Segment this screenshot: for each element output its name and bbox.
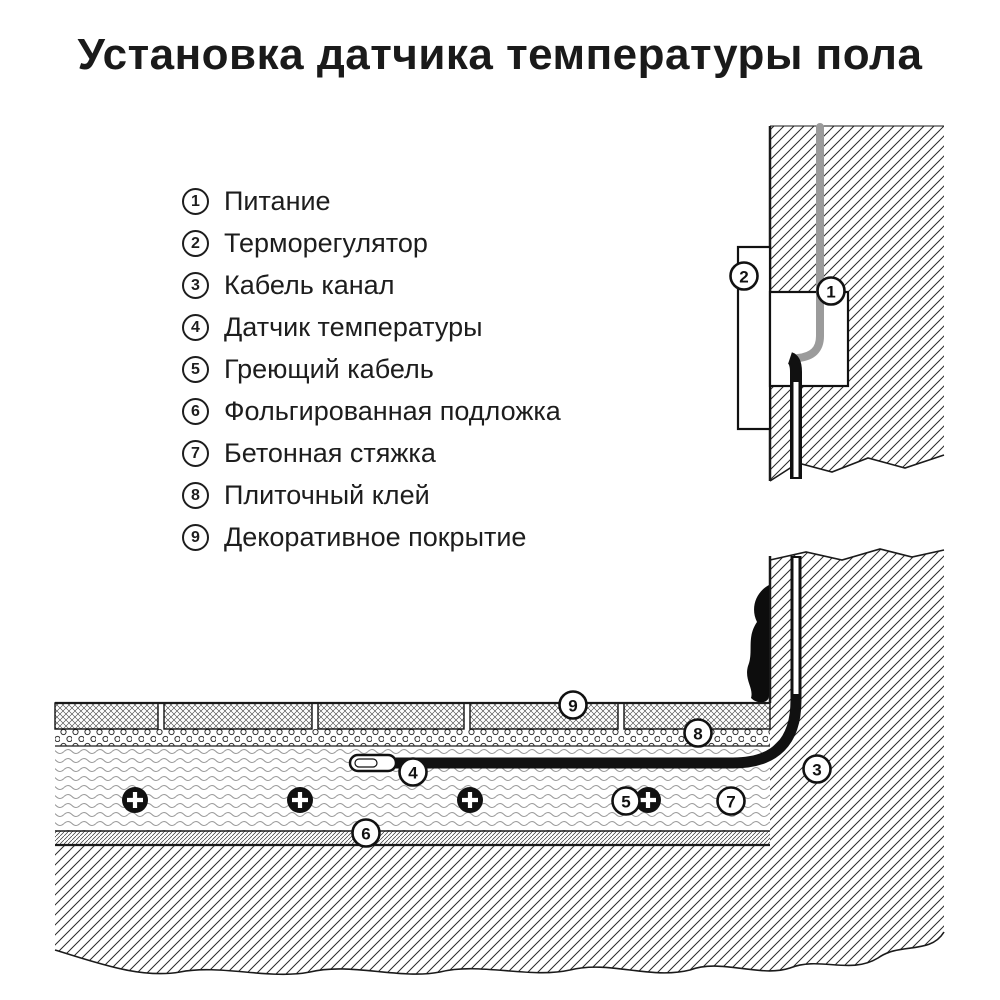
legend-label: Греющий кабель [224,354,434,384]
legend-number-badge: 7 [182,440,209,467]
svg-text:8: 8 [693,725,702,744]
legend-number-badge: 9 [182,524,209,551]
cable-run-lower [392,556,802,769]
wall-section-lower-and-ground [54,548,945,976]
heating-cable-cross-icon [122,787,148,813]
cable-run-upper [787,352,802,479]
legend-label: Фольгированная подложка [224,396,561,426]
legend-label: Питание [224,186,331,216]
wall-lower-cut-edge [769,548,945,561]
legend-label: Декоративное покрытие [224,522,527,552]
legend-number-badge: 5 [182,356,209,383]
page-title: Установка датчика температуры пола [77,30,923,79]
marker-5: 5 [611,786,641,816]
svg-text:5: 5 [621,793,630,812]
legend-item-8: 8 Плиточный клей [182,480,561,510]
wall-lower-ground-hatch [55,549,944,975]
svg-text:4: 4 [408,764,418,783]
heating-cable-cross-icon [287,787,313,813]
svg-text:3: 3 [812,761,821,780]
svg-text:9: 9 [568,697,577,716]
legend-item-7: 7 Бетонная стяжка [182,438,561,468]
marker-8: 8 [683,718,713,748]
mounting-box [768,290,850,388]
svg-text:2: 2 [739,268,748,287]
foil-underlay-layer [55,831,770,845]
markers: 1 2 3 4 5 6 7 [351,261,846,848]
legend-label: Плиточный клей [224,480,430,510]
legend-number-badge: 4 [182,314,209,341]
tile [54,702,159,730]
legend-item-5: 5 Греющий кабель [182,354,561,384]
legend: 1 Питание 2 Терморегулятор 3 Кабель кана… [182,186,561,552]
marker-2: 2 [729,261,759,291]
svg-text:1: 1 [826,283,835,302]
heating-cable-cross-icon [635,787,661,813]
tile [469,702,619,730]
marker-4: 4 [398,757,428,787]
tile-layer [54,702,771,730]
heating-cable-sections [122,787,661,813]
legend-item-1: 1 Питание [182,186,561,216]
svg-text:7: 7 [726,793,735,812]
legend-item-4: 4 Датчик температуры [182,312,561,342]
heating-cable-cross-icon [457,787,483,813]
legend-number-badge: 2 [182,230,209,257]
ground-bottom-edge [54,931,945,976]
temperature-sensor [348,753,398,773]
marker-1: 1 [816,276,846,306]
marker-7: 7 [716,786,746,816]
legend-number-badge: 1 [182,188,209,215]
legend-number-badge: 8 [182,482,209,509]
legend-item-2: 2 Терморегулятор [182,228,561,258]
marker-6: 6 [351,818,381,848]
legend-item-3: 3 Кабель канал [182,270,561,300]
adhesive-layer [55,729,770,746]
legend-item-6: 6 Фольгированная подложка [182,396,561,426]
cable-channel-shape [747,585,769,703]
tile [163,702,313,730]
legend-label: Кабель канал [224,270,395,300]
power-cable [794,123,824,362]
marker-3: 3 [802,754,832,784]
legend-label: Терморегулятор [224,228,428,258]
legend-number-badge: 3 [182,272,209,299]
legend-number-badge: 6 [182,398,209,425]
wall-upper-hatch [770,126,944,481]
svg-text:6: 6 [361,825,370,844]
legend-item-9: 9 Декоративное покрытие [182,522,561,552]
legend-label: Датчик температуры [224,312,483,342]
tile [317,702,465,730]
cable-tube-lower [392,556,802,769]
marker-9: 9 [558,690,588,720]
cable-tube-upper [787,352,802,479]
legend-label: Бетонная стяжка [224,438,436,468]
floor-layers [54,701,771,847]
